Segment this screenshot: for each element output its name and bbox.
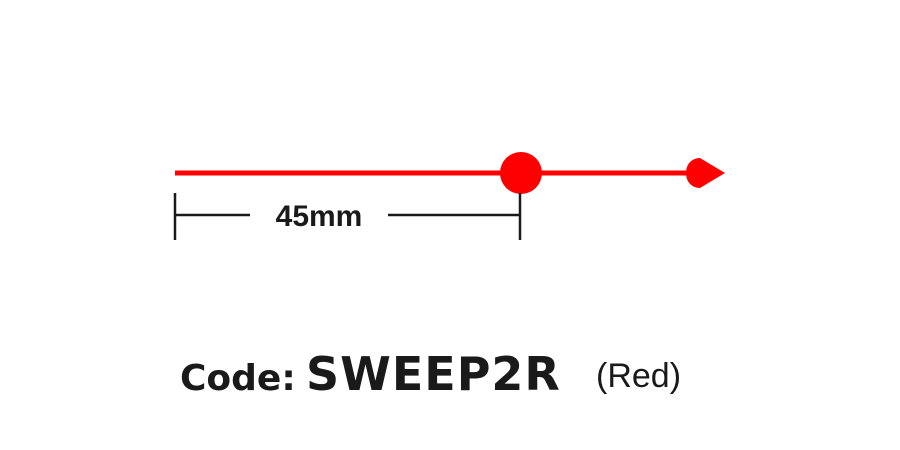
dimension-label: 45mm: [276, 200, 363, 233]
dimension-indicator: [173, 193, 522, 240]
sweep-hand: [175, 152, 725, 194]
product-code: SWEEP2R: [306, 347, 561, 401]
product-code-line: Code: SWEEP2R (Red): [180, 347, 681, 401]
hand-hub: [500, 152, 542, 194]
product-color-name: (Red): [596, 357, 681, 395]
hand-tip: [686, 158, 725, 188]
code-prefix: Code:: [180, 358, 296, 399]
